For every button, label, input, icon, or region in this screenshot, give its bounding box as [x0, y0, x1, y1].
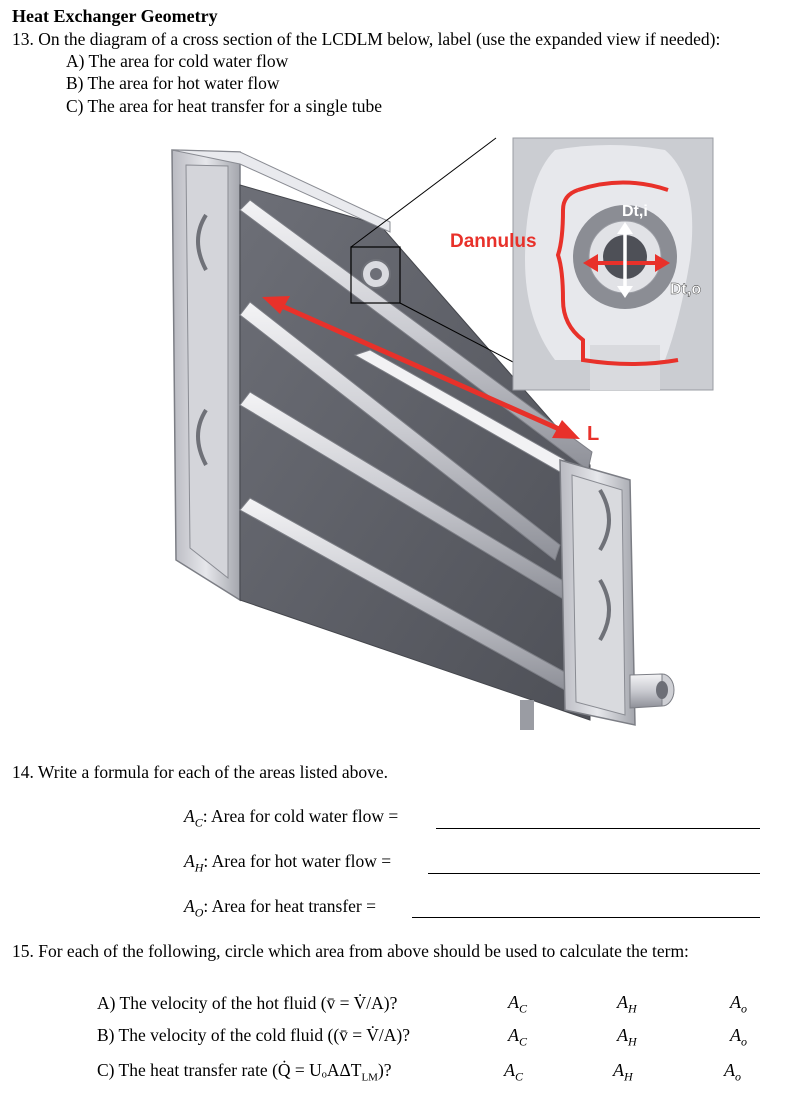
answer-line-cold[interactable] [436, 828, 760, 829]
row-c-text: C) The heat transfer rate (Q̇ = UₒAΔT [97, 1060, 362, 1080]
label-length: L [587, 423, 599, 445]
answer-line-hot[interactable] [428, 873, 760, 874]
option-c-transfer[interactable]: Ao [724, 1060, 741, 1084]
symbol-sub: O [194, 905, 204, 920]
q15-row-c: C) The heat transfer rate (Q̇ = UₒAΔTLM)… [97, 1060, 392, 1084]
zoom-region [350, 246, 401, 304]
option-b-hot[interactable]: AH [617, 1025, 637, 1049]
symbol-a: A [184, 851, 195, 871]
q13-item-b: B) The area for hot water flow [66, 73, 280, 93]
q13-item-c: C) The area for heat transfer for a sing… [66, 96, 382, 116]
option-b-transfer[interactable]: Ao [730, 1025, 747, 1049]
tube-2 [239, 301, 561, 561]
symbol-sub: H [194, 860, 204, 875]
option-a-cold[interactable]: AC [508, 992, 528, 1016]
q13-prompt: 13. On the diagram of a cross section of… [12, 29, 721, 49]
option-a-hot[interactable]: AH [617, 992, 637, 1016]
row-text: : Area for hot water flow = [203, 851, 392, 871]
annotations [262, 222, 670, 439]
heat-exchanger-diagram: Dannulus L Dt,i Dt,o [171, 137, 714, 730]
row-text: : Area for cold water flow = [202, 806, 399, 826]
row-c-end: )? [377, 1060, 392, 1080]
label-d-annulus: Dannulus [450, 231, 537, 252]
q15-prompt: 15. For each of the following, circle wh… [12, 941, 689, 961]
option-c-cold[interactable]: AC [504, 1060, 524, 1084]
option-c-hot[interactable]: AH [613, 1060, 633, 1084]
q14-row-cold: AC: Area for cold water flow = [184, 806, 398, 831]
label-d-ti: Dt,i [622, 203, 648, 220]
q15-row-b: B) The velocity of the cold fluid ((v̄ =… [97, 1025, 410, 1045]
symbol-a: A [184, 806, 195, 826]
symbol-a: A [184, 896, 195, 916]
q15-row-a: A) The velocity of the hot fluid (v̄ = V… [97, 993, 398, 1013]
section-heading: Heat Exchanger Geometry [12, 6, 218, 26]
symbol-sub: C [194, 815, 203, 830]
option-a-transfer[interactable]: Ao [730, 992, 747, 1016]
row-text: : Area for heat transfer = [203, 896, 377, 916]
q14-row-transfer: AO: Area for heat transfer = [184, 896, 376, 921]
row-c-sub: LM [361, 1071, 378, 1084]
label-d-to: Dt,o [670, 281, 701, 298]
q13-item-a: A) The area for cold water flow [66, 51, 289, 71]
exchanger-body [171, 149, 675, 730]
option-b-cold[interactable]: AC [508, 1025, 528, 1049]
answer-line-transfer[interactable] [412, 917, 760, 918]
q14-row-hot: AH: Area for hot water flow = [184, 851, 391, 876]
q14-prompt: 14. Write a formula for each of the area… [12, 762, 389, 782]
